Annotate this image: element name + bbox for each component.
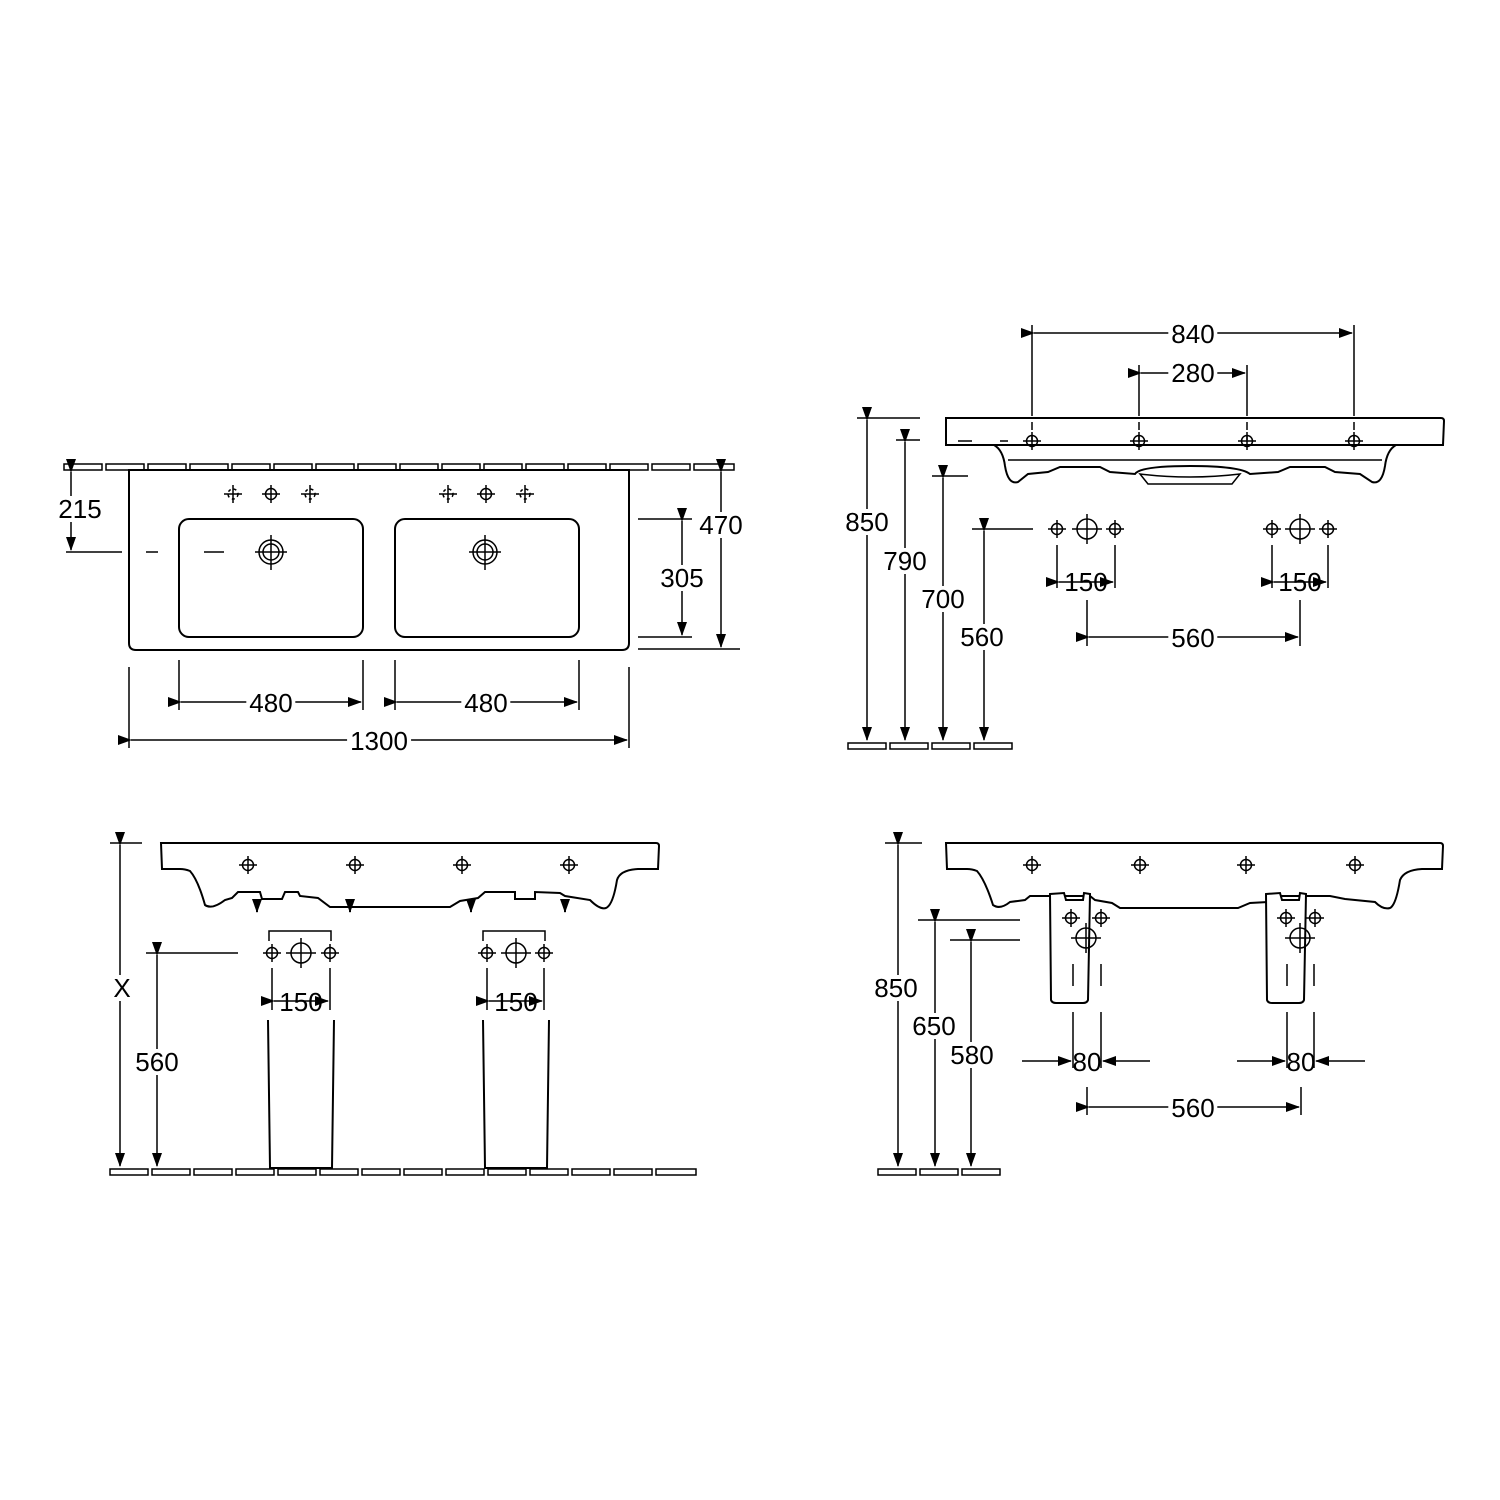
dim-semi-height-top: 850 [871, 975, 921, 1001]
dim-height-bottom: 700 [918, 586, 968, 612]
dim-inner-tap-spacing: 280 [1168, 360, 1218, 386]
dim-pedestal-supply-right: 150 [494, 987, 538, 1017]
dim-height-rim: 790 [880, 548, 930, 574]
dim-drain-from-back: 215 [55, 496, 105, 522]
dim-semi-height-supply: 650 [909, 1013, 959, 1039]
pedestal-front-view [109, 832, 697, 1176]
basin-outline [128, 469, 630, 651]
dim-overall-depth: 470 [696, 512, 746, 538]
drain-left [255, 535, 287, 570]
dim-outer-tap-spacing: 840 [1168, 321, 1218, 347]
dim-height-x: X [110, 975, 134, 1001]
top-view [63, 459, 740, 748]
drain-right [469, 535, 501, 570]
dim-semi-height-waste: 580 [947, 1042, 997, 1068]
dim-height-top: 850 [842, 509, 892, 535]
dim-pedestal-supply-left: 150 [279, 987, 323, 1017]
bowl-right [394, 518, 580, 638]
bowl-left [178, 518, 364, 638]
dim-trap-width-left: 80 [1072, 1047, 1102, 1077]
dim-bowl-width-right: 480 [461, 690, 511, 716]
dim-bowl-depth: 305 [657, 565, 707, 591]
dim-supply-spacing-right: 150 [1278, 567, 1322, 597]
semi-pedestal-front-view [877, 832, 1445, 1176]
dim-semi-waste-spacing: 560 [1168, 1095, 1218, 1121]
dim-supply-spacing-left: 150 [1064, 567, 1108, 597]
dim-waste-spacing: 560 [1168, 625, 1218, 651]
dim-overall-width: 1300 [347, 728, 411, 754]
dim-pedestal-height-waste: 560 [132, 1049, 182, 1075]
dim-height-waste: 560 [957, 624, 1007, 650]
dim-trap-width-right: 80 [1286, 1047, 1316, 1077]
wall-hung-front-view [847, 325, 1446, 750]
dim-bowl-width-left: 480 [246, 690, 296, 716]
